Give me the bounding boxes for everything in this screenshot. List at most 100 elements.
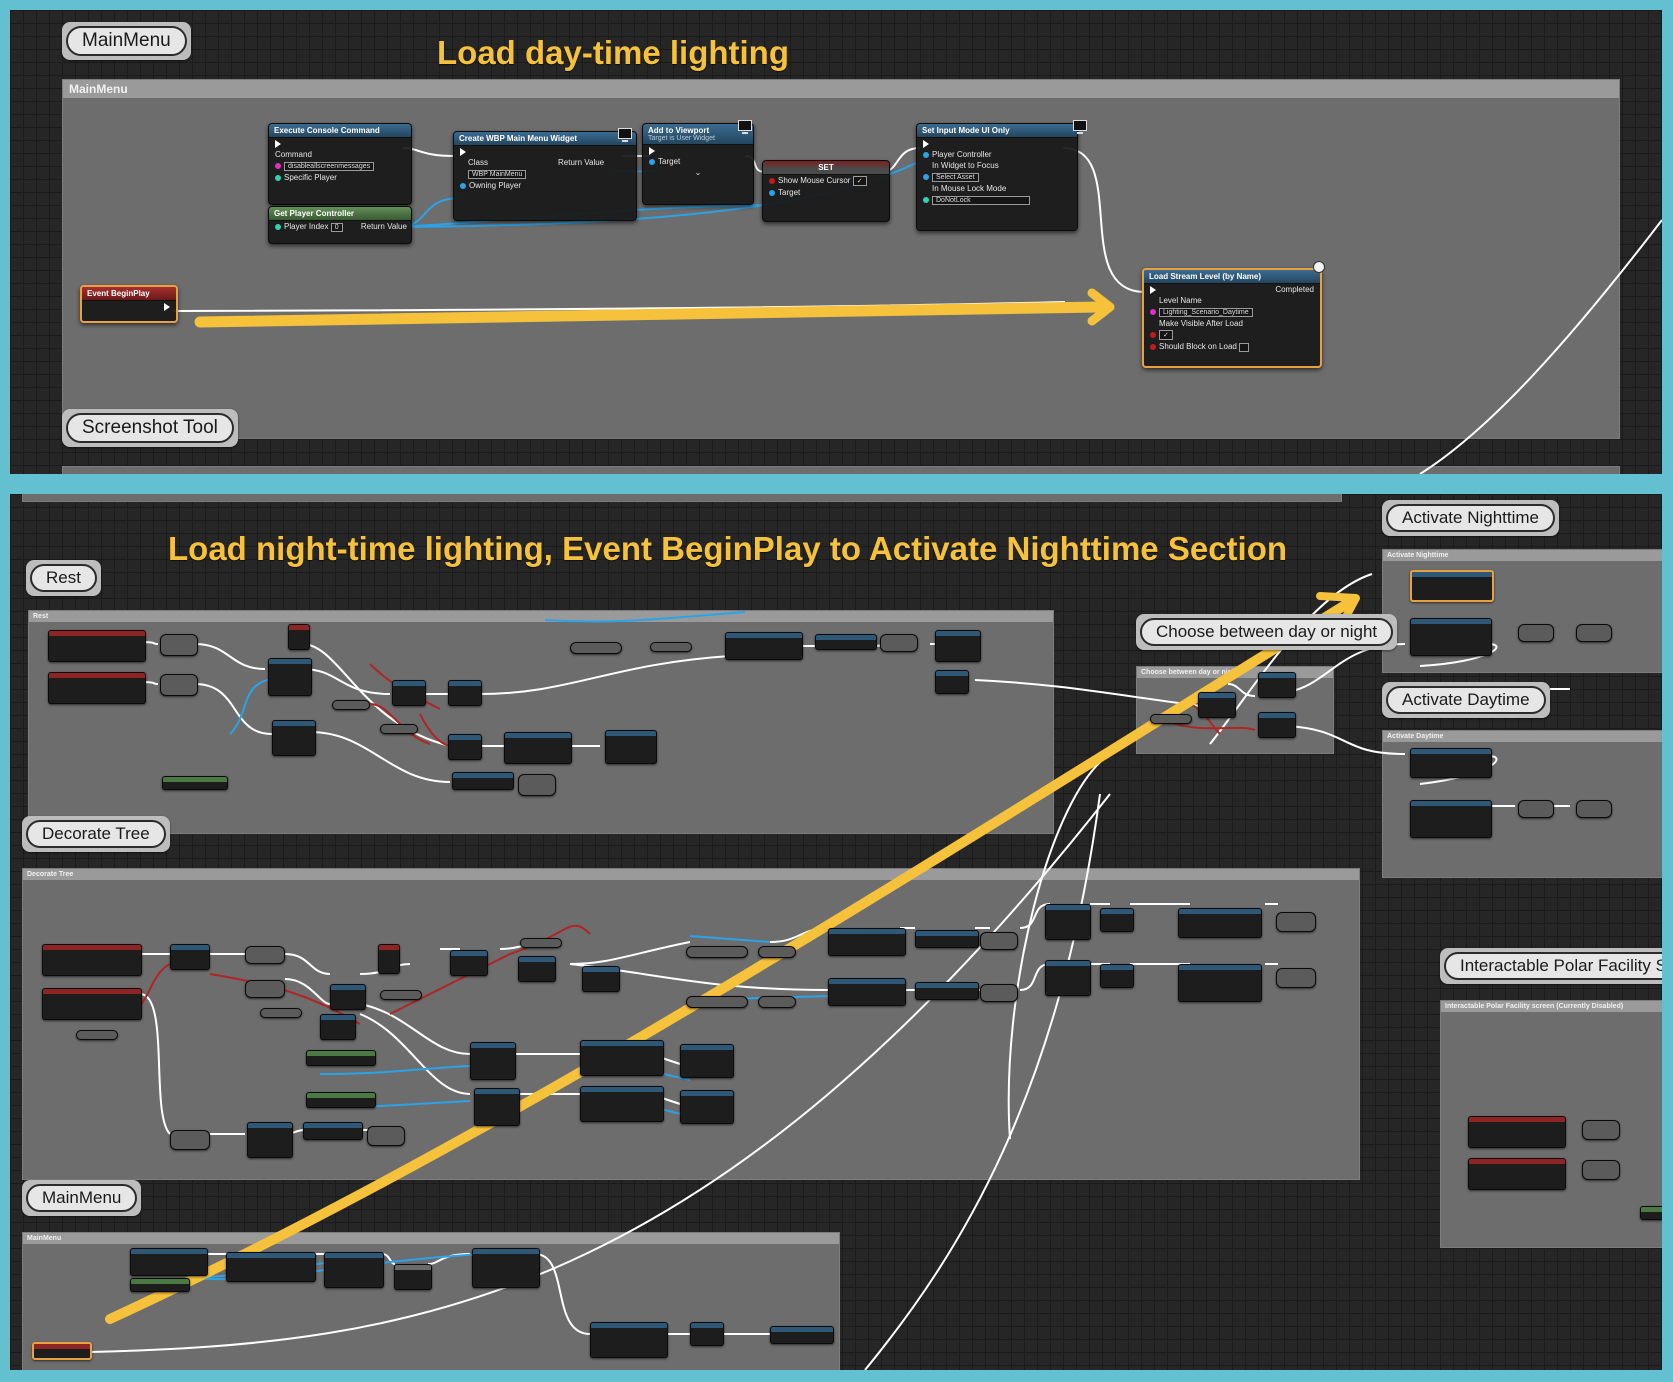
node-set-tree-1[interactable]: [245, 946, 285, 964]
bool-pin[interactable]: [1150, 343, 1156, 350]
int-pin[interactable]: [275, 223, 281, 230]
node-delay-small[interactable]: [690, 1322, 724, 1346]
node-get-player-controller[interactable]: [162, 776, 228, 790]
node-disable-input-tree-1[interactable]: [1045, 904, 1091, 940]
node-add-viewport-small[interactable]: [324, 1252, 384, 1288]
class-dropdown[interactable]: WBP MainMenu: [468, 170, 527, 179]
node-load-stream-level-small[interactable]: [590, 1322, 668, 1358]
node-overlap-tree-1[interactable]: [42, 944, 142, 976]
node-var-tree-3[interactable]: [380, 990, 422, 1000]
node-remove-widgets-tree-3[interactable]: [303, 1122, 363, 1140]
node-enable-input-tree-1[interactable]: [470, 1042, 516, 1080]
should-block-checkbox[interactable]: [1239, 343, 1250, 352]
node-branch-choose-1[interactable]: [1198, 692, 1236, 718]
node-overlap-tree-2[interactable]: [42, 988, 142, 1020]
node-create-widget-tree-1[interactable]: [580, 1040, 664, 1076]
exec-pin[interactable]: [923, 139, 929, 148]
node-set-day-2[interactable]: [1576, 800, 1612, 818]
node-var-tree-2[interactable]: [260, 1008, 302, 1018]
execute-console-command-node[interactable]: Execute Console Command Command disablea…: [268, 123, 412, 205]
node-var-4[interactable]: [650, 642, 692, 652]
node-play-tree-1[interactable]: [828, 928, 906, 956]
node-overlap-1[interactable]: [48, 630, 146, 662]
node-set-3[interactable]: [518, 774, 556, 796]
node-set-tree-3[interactable]: [980, 932, 1018, 950]
node-set-input-mode-small[interactable]: [472, 1248, 540, 1288]
node-enable-input[interactable]: [268, 658, 312, 696]
bool-pin[interactable]: [769, 177, 775, 184]
node-set-tree-4[interactable]: [980, 984, 1018, 1002]
mouse-lock-dropdown[interactable]: DoNotLock: [932, 196, 1030, 205]
node-set-tree-2[interactable]: [245, 980, 285, 998]
node-event-begin-play-small[interactable]: [32, 1342, 92, 1360]
node-set-small[interactable]: [394, 1264, 432, 1290]
command-input[interactable]: disableallscreenmessages: [284, 162, 375, 171]
node-delay[interactable]: [935, 670, 969, 694]
set-input-mode-ui-only-node[interactable]: Set Input Mode UI Only Player Controller…: [916, 123, 1078, 231]
node-var-tree-4[interactable]: [520, 938, 562, 948]
level-name-input[interactable]: Lighting_Scenario_Daytime: [1159, 308, 1253, 317]
show-mouse-cursor-checkbox[interactable]: ✓: [852, 176, 867, 186]
comment-box-screenshot-tool[interactable]: [62, 466, 1620, 474]
comment-box-activate-nighttime[interactable]: Activate Nighttime: [1382, 549, 1662, 673]
exec-pin[interactable]: [460, 147, 466, 156]
set-show-mouse-cursor-node[interactable]: SET Show Mouse Cursor ✓ Target: [762, 160, 890, 222]
node-unload-stream-level-day[interactable]: [1410, 748, 1492, 778]
node-get-player-controller-interactable[interactable]: [1640, 1206, 1662, 1220]
enum-pin[interactable]: [923, 196, 929, 203]
node-disable-input-2[interactable]: [935, 630, 981, 662]
node-branch-3[interactable]: [448, 734, 482, 760]
node-event-tree[interactable]: [378, 944, 400, 974]
exec-pin[interactable]: [649, 146, 655, 155]
node-load-stream-level-night[interactable]: [1410, 618, 1492, 656]
node-disable-input-tree-3[interactable]: [247, 1122, 293, 1158]
node-set-tree-8[interactable]: [367, 1126, 405, 1146]
node-var-3[interactable]: [570, 642, 622, 654]
node-set-night-1[interactable]: [1518, 624, 1554, 642]
node-add-to-viewport[interactable]: [605, 730, 657, 764]
bool-pin[interactable]: [1150, 331, 1156, 338]
node-add-viewport-tree-1[interactable]: [680, 1044, 734, 1078]
node-var-tree-6[interactable]: [686, 996, 748, 1008]
node-disable-input-tree-2[interactable]: [1045, 960, 1091, 996]
node-var-1[interactable]: [332, 700, 370, 710]
get-player-controller-node[interactable]: Get Player Controller Player Index 0 Ret…: [268, 206, 412, 244]
exec-pin[interactable]: [275, 139, 281, 148]
event-begin-play-node[interactable]: Event BeginPlay: [80, 285, 178, 323]
node-remove-widgets-tree-1[interactable]: [915, 930, 979, 948]
object-pin[interactable]: [923, 151, 929, 158]
node-branch-tree-4[interactable]: [450, 950, 488, 976]
object-pin[interactable]: [923, 173, 929, 180]
comment-bubble-choose[interactable]: Choose between day or night: [1136, 614, 1398, 650]
load-stream-level-node[interactable]: Load Stream Level (by Name) Completed Le…: [1142, 268, 1322, 368]
node-set-tree-5[interactable]: [1276, 912, 1316, 932]
node-branch-tree-3[interactable]: [320, 1014, 356, 1040]
node-unload-stream-level-night[interactable]: [1410, 570, 1494, 602]
node-branch-tree-6[interactable]: [582, 966, 620, 992]
node-branch-1[interactable]: [392, 680, 426, 706]
make-visible-checkbox[interactable]: ✓: [1159, 330, 1173, 340]
string-pin[interactable]: [275, 162, 281, 169]
select-asset-dropdown[interactable]: Select Asset: [932, 173, 979, 182]
node-event-1[interactable]: [288, 624, 310, 650]
node-var-tree-1[interactable]: [76, 1030, 118, 1040]
node-get-player-controller-tree-2[interactable]: [306, 1092, 376, 1108]
comment-box-decorate-tree[interactable]: Decorate Tree: [22, 868, 1360, 1180]
node-create-widget-tree-2[interactable]: [580, 1086, 664, 1122]
node-remove-all-widgets[interactable]: [452, 772, 514, 790]
node-play[interactable]: [725, 632, 803, 660]
comment-bubble-rest[interactable]: Rest: [26, 560, 101, 596]
node-disable-input[interactable]: [272, 720, 316, 756]
node-create-rest-widget[interactable]: [504, 732, 572, 764]
node-get-player-controller-small[interactable]: [130, 1278, 190, 1292]
target-pin[interactable]: [769, 189, 775, 196]
comment-bubble-activate-daytime[interactable]: Activate Daytime: [1382, 682, 1550, 718]
comment-bubble-mainmenu[interactable]: MainMenu: [22, 1180, 142, 1216]
node-delay-tree-2[interactable]: [1100, 964, 1134, 988]
node-branch-choose-2[interactable]: [1258, 672, 1296, 698]
node-overlap-2[interactable]: [48, 672, 146, 704]
node-var-tree-5[interactable]: [686, 946, 748, 958]
node-set-day-1[interactable]: [1518, 800, 1554, 818]
node-overlap-interactable-2[interactable]: [1468, 1158, 1566, 1190]
